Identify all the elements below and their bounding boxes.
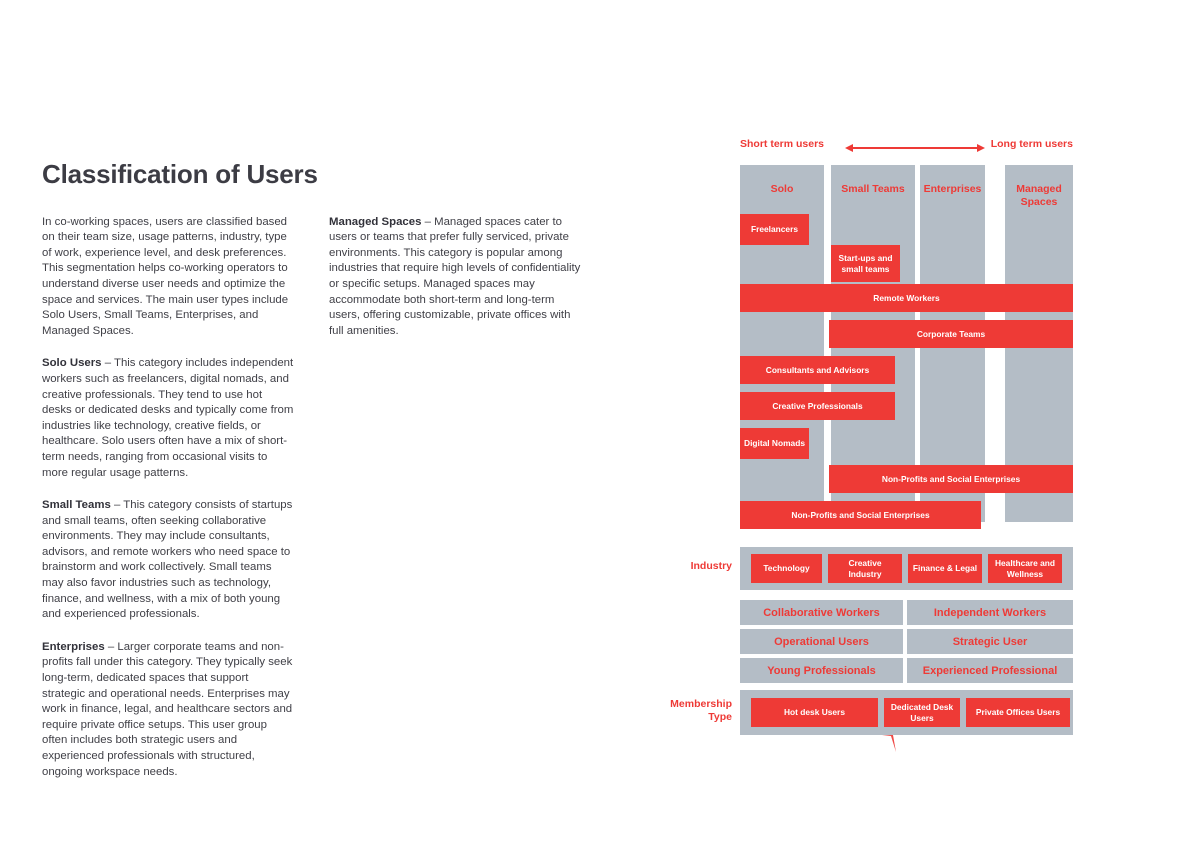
managed-spaces-paragraph: Managed Spaces – Managed spaces cater to… [329,215,581,340]
classification-diagram: Short term users Long term users Solo Sm… [660,130,1080,752]
pair-independent-workers[interactable]: Independent Workers [907,600,1073,625]
membership-chip-private-offices-users[interactable]: Private Offices Users [966,698,1070,727]
bar-creative-professionals[interactable]: Creative Professionals [740,392,895,420]
article-column-one: In co-working spaces, users are classifi… [42,215,294,781]
solo-users-body: – This category includes independent wor… [42,357,294,479]
column-solo-label: Solo [770,183,794,195]
industry-chip-finance-legal[interactable]: Finance & Legal [908,554,982,583]
pair-experienced-professional[interactable]: Experienced Professional [907,658,1073,683]
article-columns: In co-working spaces, users are classifi… [42,215,587,781]
industry-section-label: Industry [690,560,732,572]
bar-freelancers[interactable]: Freelancers [740,214,809,245]
long-term-axis-label: Long term users [990,138,1073,150]
managed-spaces-heading: Managed Spaces [329,215,422,228]
managed-spaces-body: – Managed spaces cater to users or teams… [329,215,581,337]
membership-type-panel: Hot desk Users Dedicated Desk Users Priv… [740,690,1073,735]
bar-startups-and-small-teams[interactable]: Start-ups and small teams [831,245,900,282]
term-axis: Short term users Long term users [740,138,1073,160]
small-teams-paragraph: Small Teams – This category consists of … [42,498,294,623]
solo-users-heading: Solo Users [42,357,102,370]
industry-panel: Technology Creative Industry Finance & L… [740,547,1073,590]
short-term-axis-label: Short term users [740,138,825,150]
article-column-two: Managed Spaces – Managed spaces cater to… [329,215,581,340]
membership-chip-dedicated-desk-users[interactable]: Dedicated Desk Users [884,698,960,727]
enterprises-paragraph: Enterprises – Larger corporate teams and… [42,640,294,780]
pair-operational-users[interactable]: Operational Users [740,629,903,654]
enterprises-heading: Enterprises [42,640,105,653]
column-managed-spaces-label: Managed Spaces [1016,183,1062,208]
column-enterprises-label: Enterprises [923,183,982,195]
industry-chip-technology[interactable]: Technology [751,554,822,583]
column-small-teams-label: Small Teams [841,183,905,195]
industry-chip-healthcare-wellness[interactable]: Healthcare and Wellness [988,554,1062,583]
small-teams-heading: Small Teams [42,499,111,512]
bar-non-profits-enterprises-lower[interactable]: Non-Profits and Social Enterprises [740,501,981,529]
user-type-matrix: Solo Small Teams Enterprises Managed Spa… [740,165,1073,529]
industry-chip-creative-industry[interactable]: Creative Industry [828,554,902,583]
article: Classification of Users In co-working sp… [42,160,587,780]
pair-strategic-user[interactable]: Strategic User [907,629,1073,654]
bar-consultants-and-advisors[interactable]: Consultants and Advisors [740,356,895,384]
membership-chip-hot-desk-users[interactable]: Hot desk Users [751,698,878,727]
solo-users-paragraph: Solo Users – This category includes inde… [42,356,294,481]
small-teams-body: – This category consists of startups and… [42,499,293,621]
red-flash-arrow-icon [882,718,908,752]
pair-young-professionals[interactable]: Young Professionals [740,658,903,683]
intro-paragraph: In co-working spaces, users are classifi… [42,215,289,337]
bar-digital-nomads[interactable]: Digital Nomads [740,428,809,459]
bar-remote-workers[interactable]: Remote Workers [740,284,1073,312]
enterprises-body: – Larger corporate teams and non-profits… [42,640,293,778]
double-headed-arrow-icon [845,143,985,152]
pair-collaborative-workers[interactable]: Collaborative Workers [740,600,903,625]
membership-type-section-label: Membership Type [670,698,732,723]
bar-non-profits-enterprises-upper[interactable]: Non-Profits and Social Enterprises [829,465,1073,493]
page-title: Classification of Users [42,159,318,189]
bar-corporate-teams[interactable]: Corporate Teams [829,320,1073,348]
